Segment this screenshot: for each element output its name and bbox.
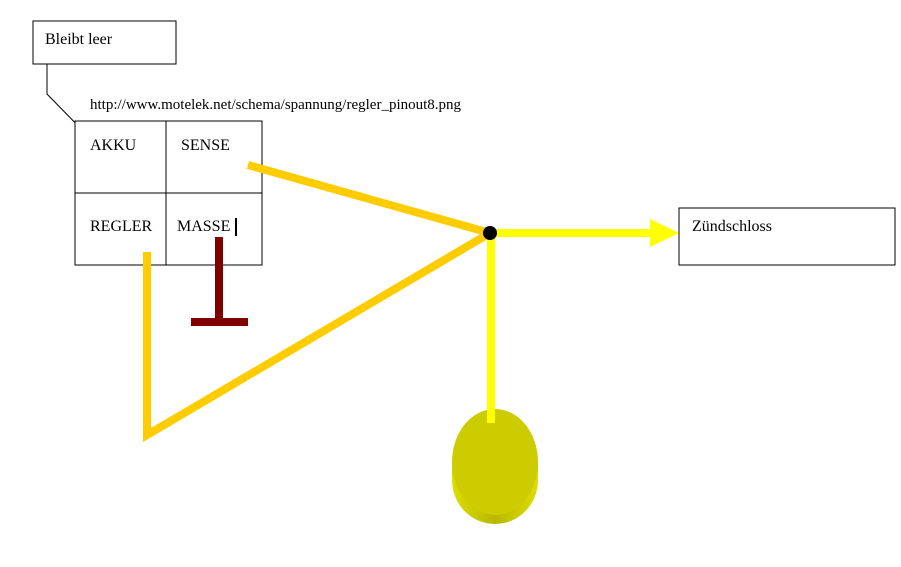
junction-node xyxy=(483,226,497,240)
battery-cylinder xyxy=(452,405,538,524)
wire-sense xyxy=(246,161,492,237)
zuendschloss-label: Zündschloss xyxy=(692,218,772,235)
note-box: Bleibt leer xyxy=(32,20,177,65)
pin-akku: AKKU xyxy=(90,137,137,154)
pin-regler: REGLER xyxy=(90,218,153,235)
arrowhead-zuendschloss xyxy=(650,219,679,247)
note-box-label: Bleibt leer xyxy=(45,31,113,48)
pinout-table: AKKU SENSE REGLER MASSE xyxy=(74,120,263,266)
url-text: http://www.motelek.net/schema/spannung/r… xyxy=(90,97,462,113)
pin-masse: MASSE xyxy=(177,218,230,235)
zuendschloss-box: Zündschloss xyxy=(678,207,896,266)
note-arrow xyxy=(46,64,90,138)
pin-sense: SENSE xyxy=(181,137,230,154)
ground-symbol xyxy=(191,237,248,326)
wire-regler xyxy=(143,229,493,442)
